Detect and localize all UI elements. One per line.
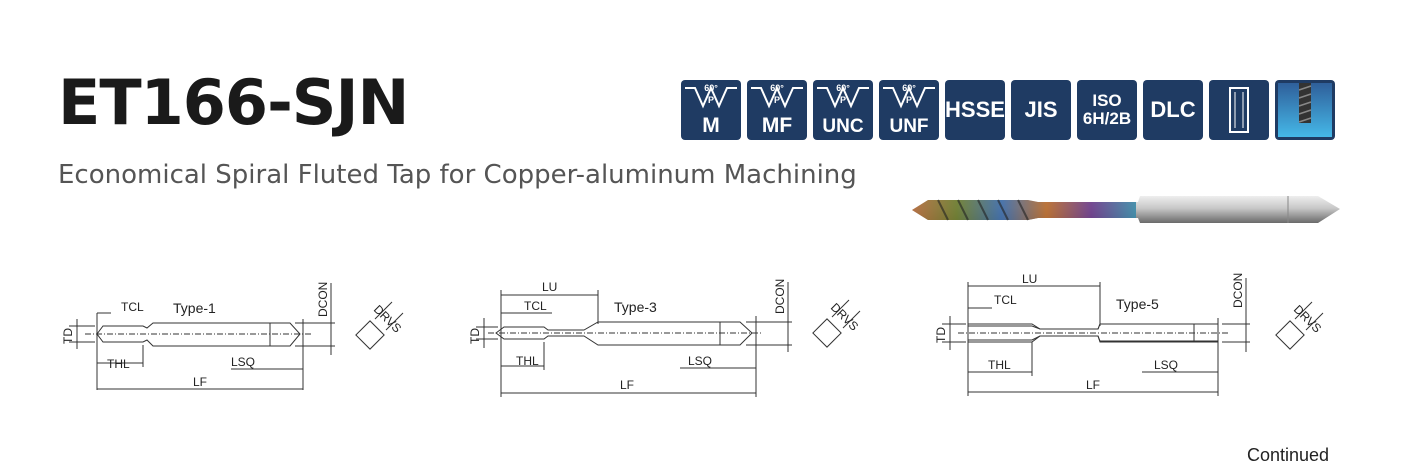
thread-type-label: MF <box>761 114 793 137</box>
continued-label: Continued <box>1247 445 1330 465</box>
type3-drawing: LU TCL Type-3 THL LSQ LF TD DCON DRVS <box>468 279 861 397</box>
thread-profile-icon: 60° P <box>685 83 737 109</box>
pitch-label: P <box>840 95 846 105</box>
square-drive-icon <box>1275 301 1324 350</box>
td-label: TD <box>61 328 75 344</box>
lu-label: LU <box>1022 272 1037 286</box>
square-drive-icon <box>812 299 861 348</box>
thread-badge-mf: 60° P MF <box>747 80 807 140</box>
thread-type-label: M <box>702 114 720 137</box>
spec-badges: 60° P M 60° P MF 60° P UNC 60° P UNF HSS… <box>681 80 1335 140</box>
spiral-flute-icon <box>1278 83 1332 137</box>
angle-label: 60° <box>704 83 718 93</box>
thread-profile-icon: 60° P <box>817 83 869 109</box>
lu-label: LU <box>542 280 557 294</box>
type5-label: Type-5 <box>1116 296 1159 312</box>
lf-label: LF <box>193 375 207 389</box>
straight-shank-icon <box>1229 87 1249 133</box>
pitch-label: P <box>708 95 714 105</box>
angle-label: 60° <box>770 83 784 93</box>
tolerance-badge: ISO 6H/2B <box>1077 80 1137 140</box>
lsq-label: LSQ <box>1154 358 1178 372</box>
thread-profile-icon: 60° P <box>751 83 803 109</box>
angle-label: 60° <box>836 83 850 93</box>
lf-label: LF <box>620 378 634 392</box>
thread-badge-unf: 60° P UNF <box>879 80 939 140</box>
drvs-label: DRVS <box>371 302 404 335</box>
spiral-flute-icon-badge <box>1275 80 1335 140</box>
thread-badge-m: 60° P M <box>681 80 741 140</box>
thl-label: THL <box>107 357 130 371</box>
dcon-label: DCON <box>1231 273 1245 308</box>
type5-drawing: LU TCL Type-5 THL LSQ LF TD DCON DRVS <box>934 272 1324 396</box>
thread-type-label: UNC <box>822 116 864 137</box>
tolerance-line1: ISO <box>1092 91 1122 111</box>
tcl-label: TCL <box>524 299 547 313</box>
lsq-label: LSQ <box>231 355 255 369</box>
thl-label: THL <box>988 358 1011 372</box>
drvs-label: DRVS <box>828 300 861 333</box>
tolerance-line2: 6H/2B <box>1082 109 1132 128</box>
pitch-label: P <box>774 95 780 105</box>
material-badge: HSSE <box>945 80 1005 140</box>
type3-label: Type-3 <box>614 299 657 315</box>
thread-type-label: UNF <box>889 116 929 137</box>
dcon-label: DCON <box>316 282 330 317</box>
tcl-label: TCL <box>121 300 144 314</box>
square-drive-icon <box>355 301 404 350</box>
tcl-label: TCL <box>994 293 1017 307</box>
angle-label: 60° <box>902 83 916 93</box>
dcon-label: DCON <box>773 279 787 314</box>
td-label: TD <box>468 328 482 344</box>
page-title: ET166-SJN <box>58 66 409 139</box>
type1-drawing: TCL Type-1 THL LSQ LF TD DCON DRVS <box>61 282 404 390</box>
coating-badge: DLC <box>1143 80 1203 140</box>
type1-label: Type-1 <box>173 300 216 316</box>
tap-product-image <box>912 196 1340 223</box>
thread-profile-icon: 60° P <box>883 83 935 109</box>
thread-badge-unc: 60° P UNC <box>813 80 873 140</box>
td-label: TD <box>934 327 948 343</box>
thl-label: THL <box>516 354 539 368</box>
lf-label: LF <box>1086 378 1100 392</box>
pitch-label: P <box>906 95 912 105</box>
page-subtitle: Economical Spiral Fluted Tap for Copper-… <box>58 160 857 190</box>
lsq-label: LSQ <box>688 354 712 368</box>
shank-icon-badge <box>1209 80 1269 140</box>
drvs-label: DRVS <box>1291 302 1324 335</box>
standard-badge: JIS <box>1011 80 1071 140</box>
